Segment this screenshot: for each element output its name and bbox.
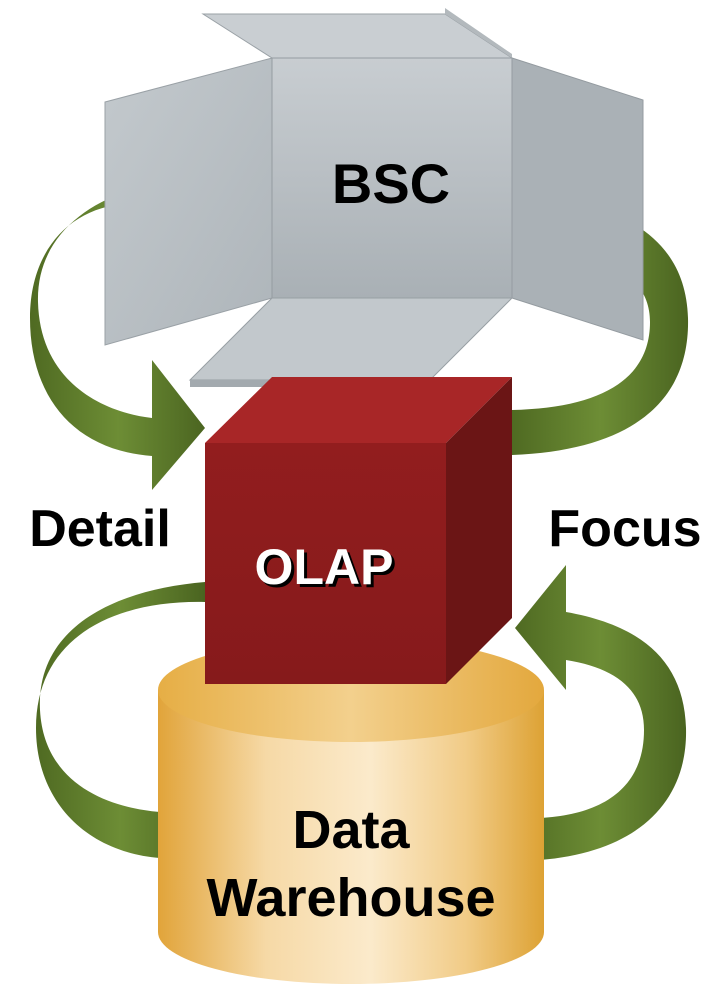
olap-label: OLAP bbox=[255, 539, 394, 595]
warehouse-label-line1: Data bbox=[292, 800, 410, 860]
bsc-box bbox=[104, 8, 644, 387]
detail-label: Detail bbox=[29, 500, 171, 558]
warehouse-label-line2: Warehouse bbox=[206, 868, 495, 928]
bsc-label: BSC bbox=[332, 152, 450, 215]
focus-label: Focus bbox=[548, 500, 701, 558]
top-left-arrow bbox=[30, 178, 207, 490]
olap-cube bbox=[205, 377, 512, 684]
bottom-right-arrow bbox=[515, 565, 687, 860]
olap-label-shadow: OLAP bbox=[258, 542, 397, 598]
